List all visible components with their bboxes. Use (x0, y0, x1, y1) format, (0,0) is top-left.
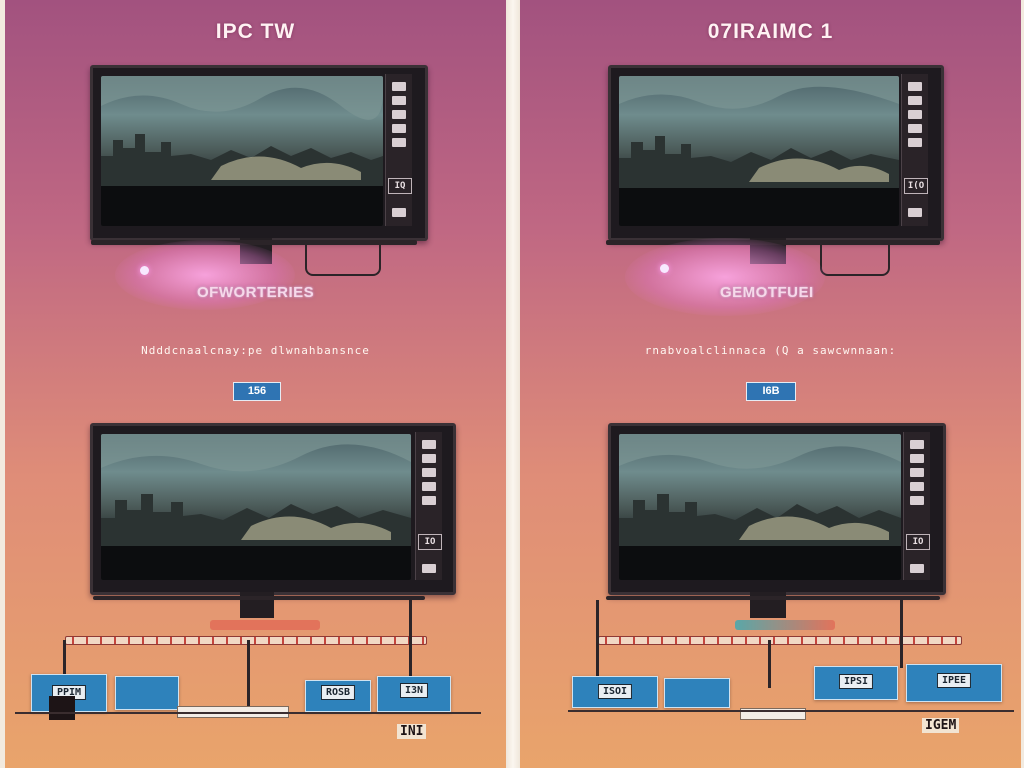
cityscape-image (619, 434, 901, 580)
floor-line (15, 712, 481, 714)
panel-title: 07IRAIMC 1 (707, 20, 834, 43)
device-module-label: IPEE (936, 673, 972, 688)
caption-text: Ndddcnaalcnay:pe dlwnahbansnce (141, 344, 370, 357)
lamp-icon (140, 266, 149, 275)
lamp-icon (660, 264, 669, 273)
foot-label: INI (397, 724, 427, 739)
tv-screen (619, 434, 901, 580)
tv-cable (305, 244, 381, 276)
device-module: ISOI (572, 676, 658, 708)
tv-side-controls: IQ (385, 74, 412, 226)
lamp-glow (625, 238, 825, 316)
tv-side-controls: I(O (901, 74, 928, 226)
cityscape-image (101, 76, 383, 226)
dock-base (735, 620, 835, 630)
bottom-tv: IO (608, 423, 946, 595)
device-module: I3N (377, 676, 451, 712)
bottom-tv: IO (90, 423, 456, 595)
model-chip: I6B (746, 382, 796, 401)
tv-side-badge: IO (906, 534, 930, 550)
tv-side-controls: IO (903, 432, 930, 580)
panel-divider (506, 0, 520, 768)
panel-title: IPC TW (215, 20, 296, 43)
device-module-label: IPSI (838, 674, 874, 689)
brand-label: GEMOTFUEI (720, 284, 814, 301)
device-module-label: I3N (399, 683, 429, 698)
tv-screen (101, 76, 383, 226)
dock-base (210, 620, 320, 630)
device-module-label: ROSB (320, 685, 356, 700)
top-tv: IQ (90, 65, 428, 241)
foot-label: IGEM (922, 718, 960, 733)
tv-screen (619, 76, 899, 226)
connector-rail (65, 636, 427, 645)
device-module-icon (49, 696, 75, 720)
device-module (115, 676, 179, 710)
cityscape-image (619, 76, 899, 226)
device-module: ROSB (305, 680, 371, 712)
tv-stand-bar (91, 240, 417, 245)
comparison-panel-right: 07IRAIMC 1 I(O GEMOTFUEI rnabvoalclinnac… (520, 0, 1021, 768)
lamp-glow (115, 240, 295, 310)
brand-label: OFWORTERIES (197, 284, 315, 301)
comparison-panel-left: IPC TW IQ OFWORTERIES Ndddcnaalcnay:pe d… (5, 0, 506, 768)
top-tv: I(O (608, 65, 944, 241)
caption-text: rnabvoalclinnaca (Q a sawcwnnaan: (644, 344, 897, 357)
cityscape-image (101, 434, 411, 580)
device-module (664, 678, 730, 708)
tv-side-badge: IO (418, 534, 442, 550)
tv-side-controls: IO (415, 432, 442, 580)
tv-side-badge: I(O (904, 178, 928, 194)
model-chip: 156 (233, 382, 281, 401)
tv-stand-bar (606, 596, 940, 600)
tv-cable (820, 244, 890, 276)
device-module-label: ISOI (597, 684, 633, 699)
tv-stand-bar (93, 596, 425, 600)
floor-line (568, 710, 1014, 712)
device-module: IPEE (906, 664, 1002, 702)
connector-rail (598, 636, 962, 645)
device-module: IPSI (814, 666, 898, 700)
tv-side-badge: IQ (388, 178, 412, 194)
tv-screen (101, 434, 411, 580)
